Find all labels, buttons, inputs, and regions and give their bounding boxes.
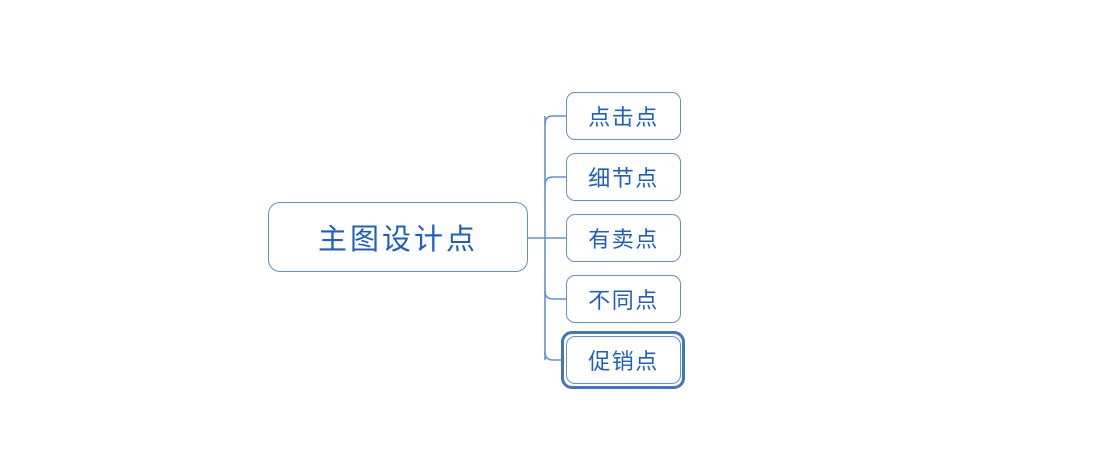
mindmap-node-youmaidian[interactable]: 有卖点 xyxy=(566,214,681,262)
mindmap-node-label: 点击点 xyxy=(588,105,659,130)
node-selection-ring xyxy=(561,331,685,389)
connector-branch-1 xyxy=(544,176,566,186)
mindmap-root-label: 主图设计点 xyxy=(317,224,478,256)
connector-branch-0 xyxy=(544,115,566,125)
connector-branch-4 xyxy=(544,351,562,361)
mindmap-node-label: 促销点 xyxy=(588,349,659,374)
mindmap-node-cuxiaodian[interactable]: 促销点 xyxy=(566,336,681,384)
mindmap-node-label: 有卖点 xyxy=(588,227,659,252)
mindmap-node-butongdian[interactable]: 不同点 xyxy=(566,275,681,323)
mindmap-node-label: 细节点 xyxy=(588,166,659,191)
connector-branch-3 xyxy=(544,290,566,300)
mindmap-node-label: 不同点 xyxy=(588,288,659,313)
mindmap-node-xijiedian[interactable]: 细节点 xyxy=(566,153,681,201)
mindmap-node-dianjidian[interactable]: 点击点 xyxy=(566,92,681,140)
mindmap-root-node[interactable]: 主图设计点 xyxy=(268,202,528,272)
